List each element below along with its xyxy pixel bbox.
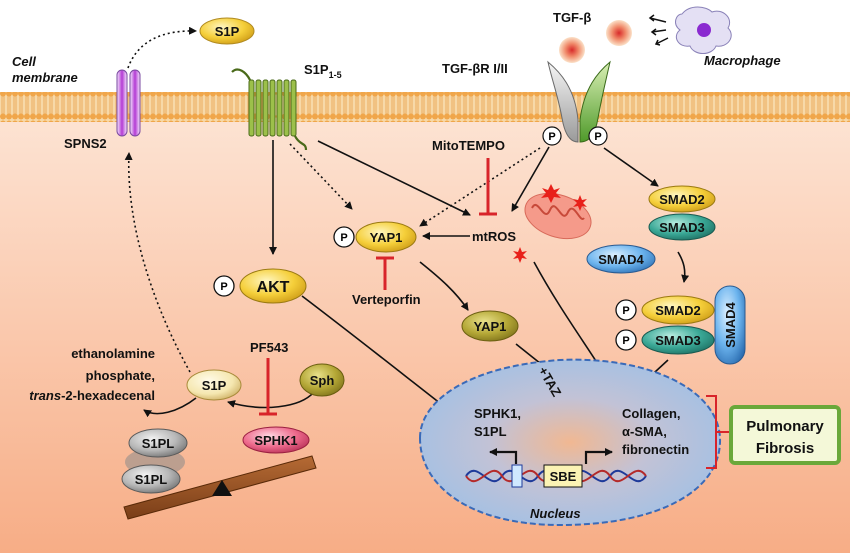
pulmonary-fibrosis-box: [729, 405, 841, 465]
s1p-receptor-label: S1P1-5: [304, 62, 342, 80]
smad2-complex-node: [641, 295, 715, 325]
sbe-box: [543, 464, 583, 488]
spns2-label: SPNS2: [64, 136, 107, 151]
s1pl-label-top: S1PL: [142, 436, 175, 451]
smad2-complex-label: SMAD2: [655, 303, 701, 318]
inhibition-mitotempo: [479, 158, 497, 216]
tgfb-label: TGF-β: [553, 10, 591, 25]
receptor-phospho-right: [588, 126, 608, 146]
receptor-phospho-left-label: P: [548, 131, 555, 143]
s1p-label: S1P: [202, 378, 227, 393]
s1pl-node-top: [128, 428, 188, 458]
ros-burst-icons: [513, 184, 587, 263]
smad4-node: [586, 244, 656, 274]
smad3-complex-label: SMAD3: [655, 333, 701, 348]
nucleus-envelope: [418, 358, 722, 527]
mitochondrion-icon: [524, 192, 592, 240]
smad2-label: SMAD2: [659, 192, 705, 207]
mtros-label: mtROS: [472, 229, 516, 244]
yap1-active-node: [461, 310, 519, 342]
akt-label: AKT: [257, 279, 290, 296]
pulmonary-fibrosis-line2: Fibrosis: [756, 440, 814, 457]
genes-collagen-line2: α-SMA,: [622, 424, 667, 439]
inhibition-verteporfin: [376, 256, 394, 290]
macrophage-label: Macrophage: [704, 53, 781, 68]
nucleus-label: Nucleus: [530, 506, 581, 521]
seesaw-fulcrum: [212, 480, 232, 496]
products-line1: ethanolamine: [71, 346, 155, 361]
sphk1-node: [242, 426, 310, 454]
mitotempo-label: MitoTEMPO: [432, 138, 505, 153]
pf543-label: PF543: [250, 340, 288, 355]
s1p-receptor-gpcr: [231, 68, 308, 151]
s1pl-node-bottom: [121, 464, 181, 494]
akt-phospho-label: P: [220, 281, 227, 293]
sbe-label: SBE: [550, 469, 577, 484]
genes-collagen-line1: Collagen,: [622, 406, 681, 421]
genes-sphk1-line2: S1PL: [474, 424, 507, 439]
spns2-transporter: [116, 69, 141, 137]
smad3-node: [648, 213, 716, 241]
yap1-phospho-label: P: [340, 232, 347, 244]
genes-collagen-line3: fibronectin: [622, 442, 689, 457]
yap1-active-label: YAP1: [474, 319, 507, 334]
smad3-complex-node: [641, 325, 715, 355]
inhibition-pf543: [259, 358, 277, 416]
macrophage-cell: [675, 6, 732, 54]
s1p-node: [186, 369, 242, 401]
macrophage-secretion-arrows: [648, 14, 669, 46]
smad2-complex-phospho-label: P: [622, 305, 629, 317]
yap1-phospho: [333, 226, 355, 248]
smad3-label: SMAD3: [659, 220, 705, 235]
tgfb-ligand-2: [559, 37, 585, 63]
cell-membrane-label-line1: Cell: [12, 54, 36, 69]
products-line3: trans-2-hexadecenal: [29, 388, 155, 403]
sph-label: Sph: [310, 373, 335, 388]
tgfb-receptor-label: TGF-βR I/II: [442, 61, 508, 76]
smad4-complex-node: [714, 285, 746, 365]
smad2-node: [648, 185, 716, 213]
smad3-complex-phospho: [615, 329, 637, 351]
tgfb-ligand-1: [606, 20, 632, 46]
pulmonary-fibrosis-line1: Pulmonary: [746, 418, 824, 435]
genes-sphk1-line1: SPHK1,: [474, 406, 521, 421]
receptor-phospho-left: [542, 126, 562, 146]
akt-phospho: [213, 275, 235, 297]
smad3-complex-phospho-label: P: [622, 335, 629, 347]
s1p-extracellular-node: [199, 17, 255, 45]
dna-promoter-box: [511, 464, 523, 488]
sph-node: [299, 363, 345, 397]
fibrosis-bracket: [706, 395, 730, 469]
cell-membrane-bilayer: [0, 92, 850, 122]
cell-membrane-label-line2: membrane: [12, 70, 78, 85]
sphk1-label: SPHK1: [254, 433, 297, 448]
yap1-label: YAP1: [370, 230, 403, 245]
transcription-arrows: [489, 448, 613, 464]
akt-node: [239, 268, 307, 304]
verteporfin-label: Verteporfin: [352, 292, 421, 307]
s1pl-label-bottom: S1PL: [135, 472, 168, 487]
smad2-complex-phospho: [615, 299, 637, 321]
smad4-label: SMAD4: [598, 252, 644, 267]
products-line2: phosphate,: [86, 368, 155, 383]
yap1-node: [355, 221, 417, 253]
receptor-phospho-right-label: P: [594, 131, 601, 143]
smad4-complex-label: SMAD4: [723, 301, 738, 347]
s1p-extracellular-label: S1P: [215, 24, 240, 39]
